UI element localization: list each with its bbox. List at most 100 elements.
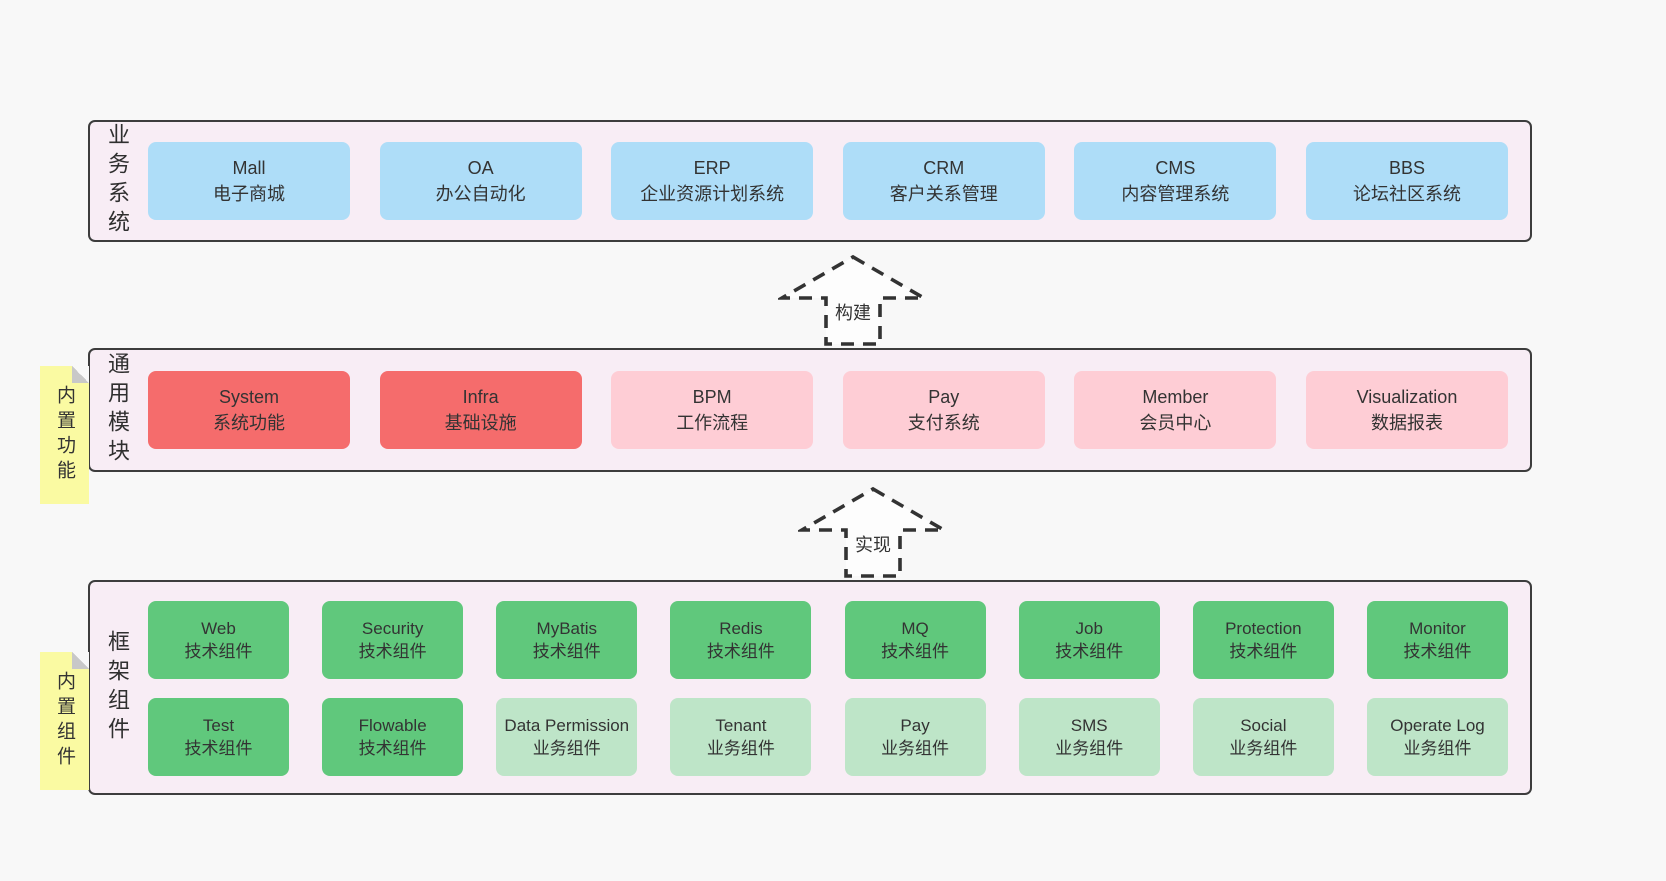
box-security: Security 技术组件 [322, 601, 464, 679]
box-subtitle: 基础设施 [444, 413, 517, 433]
box-subtitle: 业务组件 [1229, 739, 1298, 758]
box-mq: MQ 技术组件 [844, 601, 986, 679]
box-subtitle: 系统功能 [213, 413, 285, 433]
box-title: Pay [900, 715, 930, 735]
box-title: Flowable [358, 715, 427, 735]
box-test: Test 技术组件 [148, 698, 289, 776]
box-subtitle: 电子商城 [213, 184, 285, 204]
box-subtitle: 业务组件 [1403, 739, 1472, 758]
box-subtitle: 技术组件 [358, 739, 427, 758]
box-title: MQ [901, 618, 929, 638]
box-title: Operate Log [1390, 715, 1485, 735]
sticky-note-built-in-features: 内置功能 [40, 366, 89, 504]
modules-boxes-row: System 系统功能 Infra 基础设施 BPM 工作流程 Pay 支付系统 Member 会… [148, 350, 1508, 470]
box-bbs: BBS 论坛社区系统 [1305, 142, 1508, 220]
box-title: OA [467, 157, 494, 178]
box-title: CRM [923, 157, 965, 178]
box-redis: Redis 技术组件 [670, 601, 812, 679]
box-title: MyBatis [536, 618, 598, 638]
box-subtitle: 业务组件 [706, 739, 775, 758]
build-arrow-label: 构建 [832, 299, 874, 325]
box-title: ERP [693, 157, 731, 178]
box-member: Member 会员中心 [1074, 371, 1277, 449]
box-subtitle: 数据报表 [1370, 413, 1443, 433]
box-title: BPM [692, 386, 732, 407]
box-tenant: Tenant 业务组件 [670, 698, 812, 776]
box-title: Monitor [1409, 618, 1466, 638]
box-title: Protection [1225, 618, 1302, 638]
box-subtitle: 技术组件 [706, 642, 775, 661]
box-subtitle: 技术组件 [184, 739, 253, 758]
sticky-note-built-in-components: 内置组件 [40, 652, 89, 790]
box-pay: Pay 支付系统 [842, 371, 1045, 449]
box-title: Visualization [1356, 386, 1458, 407]
box-title: Tenant [715, 715, 767, 735]
box-system: System 系统功能 [148, 371, 350, 449]
box-monitor: Monitor 技术组件 [1366, 601, 1508, 679]
box-protection: Protection 技术组件 [1192, 601, 1334, 679]
box-data-permission: Data Permission 业务组件 [496, 698, 638, 776]
box-title: BBS [1388, 157, 1425, 178]
box-bpm: BPM 工作流程 [611, 371, 814, 449]
box-subtitle: 工作流程 [676, 413, 749, 433]
folded-corner-icon [72, 366, 89, 383]
box-subtitle: 办公自动化 [435, 184, 526, 204]
box-flowable: Flowable 技术组件 [322, 698, 464, 776]
box-visualization: Visualization 数据报表 [1305, 371, 1508, 449]
box-subtitle: 技术组件 [358, 642, 427, 661]
box-sms: SMS 业务组件 [1018, 698, 1160, 776]
box-title: System [218, 386, 279, 407]
box-subtitle: 技术组件 [1403, 642, 1472, 661]
box-title: Data Permission [504, 715, 630, 735]
box-title: Infra [462, 386, 499, 407]
box-subtitle: 业务组件 [881, 739, 950, 758]
section-title-framework: 框架组件 [105, 629, 130, 746]
box-title: Pay [928, 386, 960, 407]
box-subtitle: 内容管理系统 [1121, 184, 1230, 204]
implement-arrow: 实现 [798, 486, 948, 580]
section-business-systems: 业务系统 Mall 电子商城 OA 办公自动化 ERP 企业资源计划系统 CRM 客户关系管理… [88, 120, 1532, 242]
box-subtitle: 论坛社区系统 [1352, 184, 1461, 204]
box-subtitle: 企业资源计划系统 [640, 184, 785, 204]
box-social: Social 业务组件 [1192, 698, 1334, 776]
box-title: Job [1075, 618, 1103, 638]
box-subtitle: 业务组件 [1055, 739, 1124, 758]
box-operate-log: Operate Log 业务组件 [1366, 698, 1508, 776]
box-title: Mall [232, 157, 266, 178]
box-title: Test [202, 715, 235, 735]
box-subtitle: 业务组件 [532, 739, 601, 758]
business-boxes-row: Mall 电子商城 OA 办公自动化 ERP 企业资源计划系统 CRM 客户关系管理 CMS 内容… [148, 122, 1508, 240]
box-subtitle: 会员中心 [1139, 413, 1212, 433]
section-title-business: 业务系统 [105, 123, 130, 239]
sticky-note-label: 内置组件 [54, 671, 75, 771]
box-subtitle: 技术组件 [1229, 642, 1298, 661]
implement-arrow-label: 实现 [852, 531, 894, 557]
box-subtitle: 支付系统 [907, 413, 980, 433]
box-title: Redis [719, 618, 763, 638]
box-mall: Mall 电子商城 [148, 142, 350, 220]
build-arrow: 构建 [778, 254, 928, 348]
box-title: Web [201, 618, 236, 638]
box-erp: ERP 企业资源计划系统 [611, 142, 814, 220]
box-subtitle: 技术组件 [184, 642, 253, 661]
box-pay: Pay 业务组件 [844, 698, 986, 776]
box-title: Social [1240, 715, 1287, 735]
box-subtitle: 技术组件 [881, 642, 950, 661]
box-crm: CRM 客户关系管理 [842, 142, 1045, 220]
box-oa: OA 办公自动化 [379, 142, 582, 220]
box-title: CMS [1155, 157, 1196, 178]
folded-corner-icon [72, 652, 89, 669]
box-title: Security [361, 618, 424, 638]
sticky-note-label: 内置功能 [54, 385, 75, 485]
box-subtitle: 客户关系管理 [889, 184, 998, 204]
box-cms: CMS 内容管理系统 [1074, 142, 1277, 220]
box-title: Member [1142, 386, 1209, 407]
box-infra: Infra 基础设施 [379, 371, 582, 449]
box-title: SMS [1070, 715, 1108, 735]
